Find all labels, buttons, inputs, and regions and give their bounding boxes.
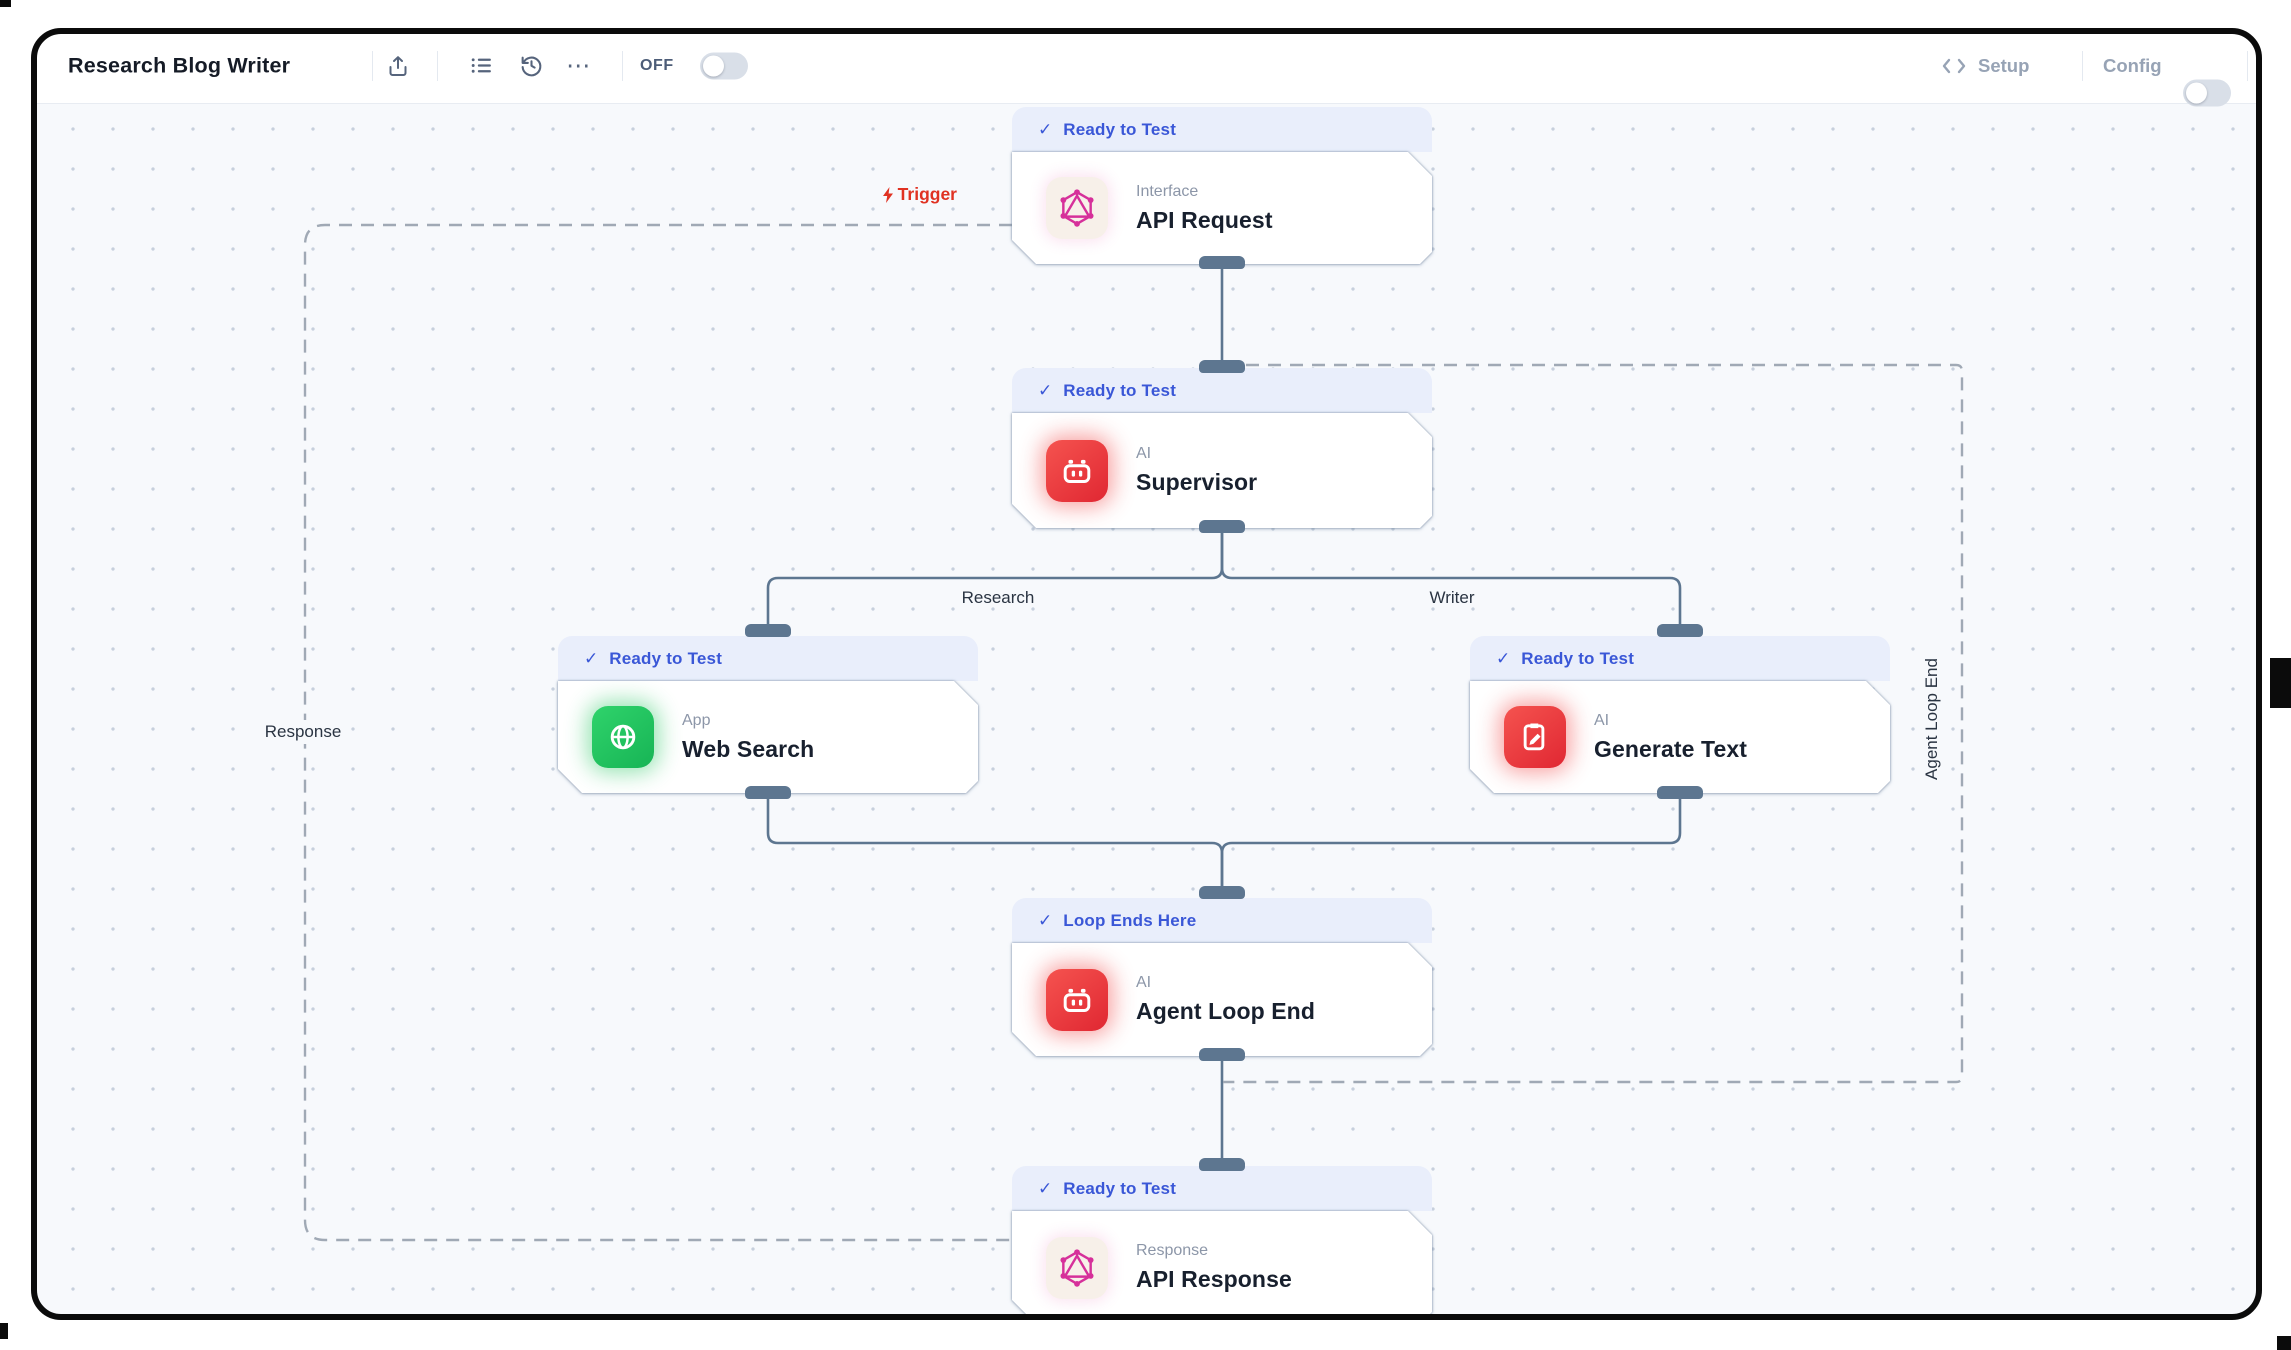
check-icon: ✓ [1496, 649, 1511, 668]
port-websearch-out[interactable] [745, 786, 791, 799]
status-badge: ✓ Ready to Test [558, 636, 978, 681]
node-category: App [682, 711, 711, 729]
history-icon [521, 56, 541, 77]
port-generatetext-in[interactable] [1657, 624, 1703, 637]
node-category: AI [1594, 711, 1610, 729]
lightning-icon [882, 186, 893, 203]
check-icon: ✓ [1038, 911, 1053, 930]
config-label: Config [2103, 54, 2162, 76]
divider [622, 50, 623, 81]
node-generate-text[interactable]: ✓ Ready to Test AI Generate Text [1470, 636, 1890, 793]
edge-generatetext-agentloopend [1220, 788, 1682, 896]
workflow-off-label: OFF [640, 56, 674, 74]
node-agent-loop-end[interactable]: ✓ Loop Ends Here AI Agent Loop End [1012, 898, 1432, 1056]
check-icon: ✓ [1038, 120, 1053, 139]
edge-agent-loopback [1223, 363, 1964, 1084]
port-generatetext-out[interactable] [1657, 786, 1703, 799]
connector-lines [303, 223, 1964, 1242]
check-icon: ✓ [1038, 1179, 1053, 1198]
history-button[interactable] [518, 53, 544, 79]
branch-label-writer: Writer [1429, 588, 1475, 607]
capture-mark-right-middle [2270, 658, 2291, 708]
node-title: API Response [1136, 1266, 1292, 1292]
capture-mark-top-left [0, 0, 11, 7]
status-badge-label: Ready to Test [609, 648, 723, 668]
edge-websearch-agentloopend [766, 788, 1224, 896]
robot-icon [1046, 969, 1108, 1031]
capture-mark-bottom-left [0, 1323, 8, 1339]
node-api-response[interactable]: ✓ Ready to Test Response API Response [1012, 1166, 1432, 1317]
edge-response-loopback [303, 223, 1012, 1242]
toggle-knob [703, 55, 724, 76]
status-badge-label: Loop Ends Here [1063, 910, 1197, 930]
divider [437, 50, 438, 81]
node-category: AI [1136, 445, 1152, 462]
divider [372, 50, 373, 81]
trigger-label: Trigger [845, 184, 957, 205]
run-queue-button[interactable] [468, 53, 494, 79]
globe-icon [592, 706, 654, 768]
list-icon [471, 58, 491, 73]
share-button[interactable] [385, 53, 411, 79]
toggle-knob [2186, 82, 2207, 103]
port-agentloopend-in[interactable] [1199, 886, 1245, 899]
edge-label-agent-loop-end: Agent Loop End [1920, 650, 1944, 788]
status-badge-label: Ready to Test [1063, 380, 1177, 400]
toolbar: Research Blog Writer ⋯ OFF [34, 31, 2259, 106]
divider [2247, 50, 2248, 81]
clipboard-pen-icon [1504, 706, 1566, 768]
edge-label-response: Response [256, 720, 350, 744]
workflow-enable-toggle[interactable] [700, 52, 748, 79]
edge-supervisor-generatetext [1220, 524, 1682, 634]
status-badge: ✓ Ready to Test [1470, 636, 1890, 681]
status-badge: ✓ Loop Ends Here [1012, 898, 1432, 943]
node-api-request[interactable]: ✓ Ready to Test Interface API Request [1012, 107, 1432, 264]
node-title: Agent Loop End [1136, 998, 1315, 1024]
port-apiresponse-in[interactable] [1199, 1158, 1245, 1171]
node-title: Web Search [682, 735, 815, 762]
check-icon: ✓ [584, 649, 599, 668]
graphql-icon [1046, 177, 1108, 239]
more-options-button[interactable]: ⋯ [566, 52, 591, 79]
capture-mark-bottom-right [2277, 1336, 2291, 1350]
export-icon [389, 55, 407, 76]
divider [2082, 50, 2083, 81]
node-title: API Request [1136, 206, 1273, 233]
check-icon: ✓ [1038, 381, 1053, 400]
app-window: Trigger Research Writer Response Agent L… [34, 31, 2259, 1317]
node-category: AI [1136, 974, 1152, 991]
node-title: Generate Text [1594, 735, 1747, 762]
port-supervisor-in[interactable] [1199, 360, 1245, 373]
port-apirequest-out[interactable] [1199, 256, 1245, 269]
port-websearch-in[interactable] [745, 624, 791, 637]
graphql-icon [1046, 1237, 1108, 1299]
edge-supervisor-websearch [766, 524, 1224, 634]
node-category: Response [1136, 1242, 1209, 1259]
branch-label-research: Research [961, 588, 1035, 607]
node-title: Supervisor [1136, 469, 1258, 495]
node-supervisor[interactable]: ✓ Ready to Test AI Supervisor [1012, 368, 1432, 528]
config-toggle[interactable] [2183, 79, 2231, 106]
status-badge-label: Ready to Test [1063, 1178, 1177, 1198]
status-badge: ✓ Ready to Test [1012, 368, 1432, 413]
node-category: Interface [1136, 182, 1199, 200]
port-supervisor-out[interactable] [1199, 520, 1245, 533]
port-agentloopend-out[interactable] [1199, 1048, 1245, 1061]
workflow-title: Research Blog Writer [68, 53, 291, 77]
setup-button[interactable]: Setup [1978, 54, 2030, 76]
code-icon [1941, 55, 1969, 77]
robot-icon [1046, 440, 1108, 502]
status-badge: ✓ Ready to Test [1012, 107, 1432, 152]
node-web-search[interactable]: ✓ Ready to Test App Web Search [558, 636, 978, 793]
status-badge-label: Ready to Test [1063, 119, 1177, 139]
status-badge: ✓ Ready to Test [1012, 1166, 1432, 1211]
status-badge-label: Ready to Test [1521, 648, 1635, 668]
